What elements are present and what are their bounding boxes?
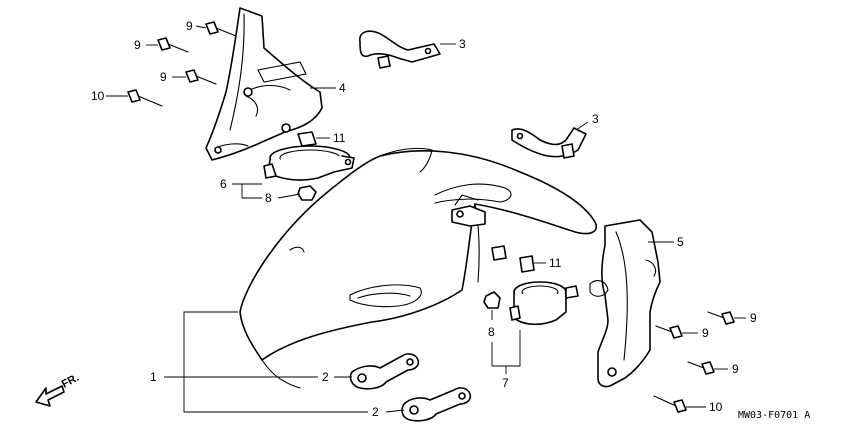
clamp-hole: [344, 158, 352, 166]
callout-9: 9: [186, 19, 193, 33]
fender-stay-lower: [401, 387, 472, 422]
fork-clamp-right: [509, 281, 579, 326]
diagram-code: MW03-F0701 A: [738, 410, 810, 421]
fork-clamp-upper: [359, 30, 441, 69]
bolt-9f: [687, 361, 715, 375]
bolt-9c: [185, 69, 217, 85]
cover-hole: [607, 367, 617, 377]
bolt-10b: [653, 395, 687, 413]
callout-2: 2: [322, 370, 329, 384]
leader-lines: [106, 25, 746, 413]
callout-3: 3: [459, 37, 466, 51]
cover-hole: [214, 146, 222, 154]
clip-nut-lower: [519, 255, 535, 273]
callout-9: 9: [750, 311, 757, 325]
callout-4: 4: [339, 81, 346, 95]
callout-2: 2: [372, 405, 379, 419]
bolt-10a: [127, 89, 163, 107]
front-direction-arrow: FR.: [35, 372, 81, 407]
callout-10: 10: [91, 89, 105, 103]
fender-stay-upper: [349, 353, 420, 390]
nut-right: [483, 291, 501, 309]
cover-hole: [281, 123, 291, 133]
stay-hole: [357, 373, 367, 383]
callout-9: 9: [160, 70, 167, 84]
bolt-9d: [707, 311, 735, 325]
bolt-9e: [655, 325, 683, 339]
callout-7: 7: [502, 376, 509, 390]
arrow-icon: [35, 385, 65, 407]
nut-left: [297, 185, 317, 201]
callout-9: 9: [134, 38, 141, 52]
bracket-hole: [456, 210, 464, 218]
clip-nut-upper: [297, 131, 317, 147]
bolt-9b: [157, 37, 189, 53]
callout-11: 11: [549, 256, 562, 270]
callout-11: 11: [333, 131, 346, 145]
clip-nut-fender: [491, 245, 507, 261]
bolt-9a: [205, 21, 237, 37]
cover-hole: [243, 87, 253, 97]
callout-8: 8: [265, 191, 272, 205]
right-fork-cover: [589, 219, 661, 388]
callout-8: 8: [488, 325, 495, 339]
stay-hole: [406, 358, 414, 366]
callout-9: 9: [702, 326, 709, 340]
direction-label: FR.: [60, 372, 81, 391]
callout-9: 9: [732, 362, 739, 376]
stay-hole: [458, 392, 466, 400]
callout-5: 5: [677, 235, 684, 249]
callout-1: 1: [150, 370, 157, 384]
callout-10: 10: [709, 400, 723, 414]
fork-clamp-middle: [511, 127, 587, 159]
left-fork-cover: [205, 7, 323, 161]
callout-3: 3: [592, 112, 599, 126]
clamp-hole: [424, 47, 432, 55]
fork-clamp-left: [263, 145, 355, 181]
front-fender: [239, 147, 597, 389]
clamp-hole: [516, 132, 524, 140]
callout-6: 6: [220, 177, 227, 191]
stay-hole: [409, 405, 419, 415]
